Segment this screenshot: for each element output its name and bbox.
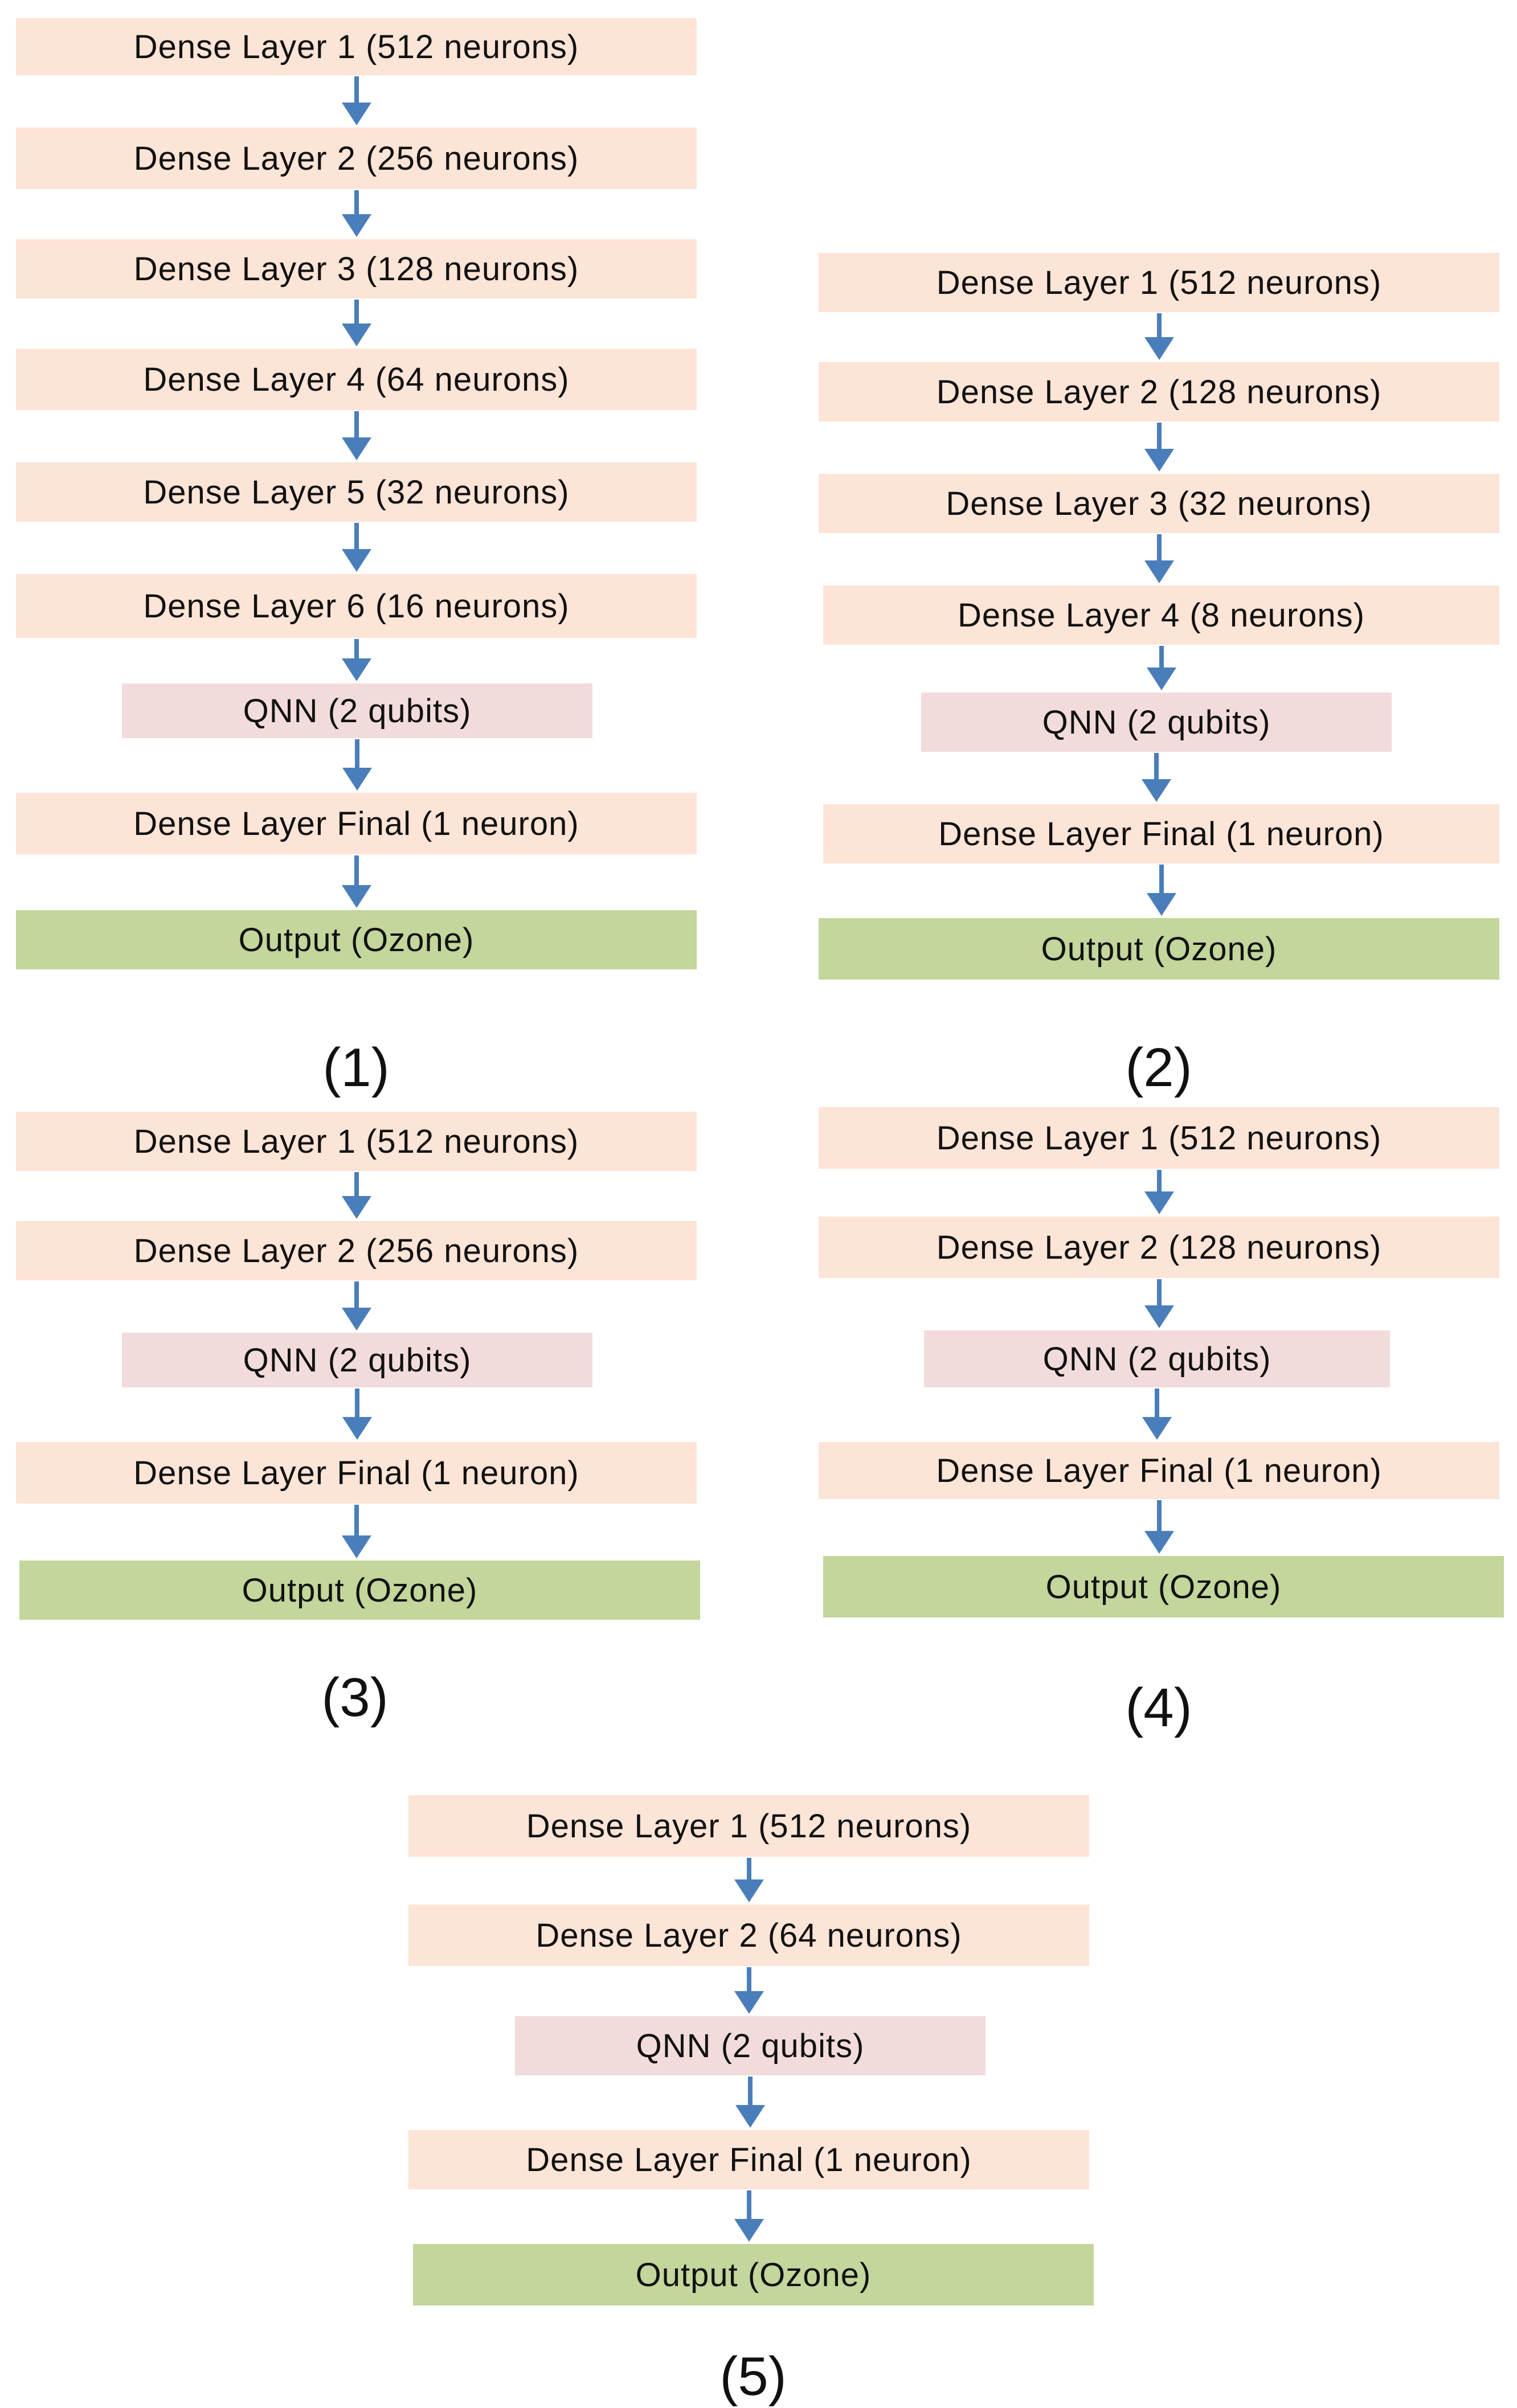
dense-layer-box: Dense Layer 2 (256 neurons) bbox=[16, 1221, 697, 1280]
output-box: Output (Ozone) bbox=[819, 918, 1499, 980]
flow-arrow-icon bbox=[340, 738, 374, 793]
dense-layer-box: Dense Layer 1 (512 neurons) bbox=[408, 1795, 1089, 1857]
dense-layer-box: Dense Layer Final (1 neuron) bbox=[408, 2130, 1089, 2189]
flow-arrow-icon bbox=[733, 2075, 767, 2130]
panel-label: (1) bbox=[322, 1037, 390, 1098]
flow-arrow-icon bbox=[1144, 645, 1179, 693]
flow-arrow-icon bbox=[732, 2189, 766, 2244]
dense-layer-box: Dense Layer 3 (128 neurons) bbox=[16, 239, 697, 298]
flow-arrow-icon bbox=[340, 1171, 374, 1221]
flow-arrow-icon bbox=[1142, 1499, 1176, 1556]
dense-layer-box: Dense Layer 2 (128 neurons) bbox=[819, 362, 1499, 421]
dense-layer-box: Dense Layer 3 (32 neurons) bbox=[819, 474, 1499, 533]
flow-arrow-icon bbox=[340, 410, 374, 462]
dense-layer-box: Dense Layer 4 (64 neurons) bbox=[16, 349, 697, 410]
panel-label: (5) bbox=[719, 2346, 787, 2407]
dense-layer-box: Dense Layer 2 (64 neurons) bbox=[408, 1905, 1089, 1966]
flow-arrow-icon bbox=[1142, 421, 1176, 474]
dense-layer-box: Dense Layer 4 (8 neurons) bbox=[823, 585, 1499, 645]
dense-layer-box: Dense Layer 1 (512 neurons) bbox=[819, 253, 1499, 312]
flow-arrow-icon bbox=[732, 1857, 766, 1905]
flow-arrow-icon bbox=[1142, 533, 1176, 585]
dense-layer-box: Dense Layer Final (1 neuron) bbox=[16, 1442, 697, 1504]
flow-arrow-icon bbox=[340, 298, 374, 349]
dense-layer-box: Dense Layer 1 (512 neurons) bbox=[16, 1112, 697, 1171]
qnn-layer-box: QNN (2 qubits) bbox=[921, 693, 1392, 752]
dense-layer-box: Dense Layer 1 (512 neurons) bbox=[16, 18, 697, 75]
qnn-layer-box: QNN (2 qubits) bbox=[122, 683, 592, 738]
output-box: Output (Ozone) bbox=[413, 2244, 1094, 2305]
flow-arrow-icon bbox=[340, 522, 374, 574]
dense-layer-box: Dense Layer 5 (32 neurons) bbox=[16, 462, 697, 522]
dense-layer-box: Dense Layer 2 (256 neurons) bbox=[16, 128, 697, 189]
output-box: Output (Ozone) bbox=[823, 1556, 1504, 1617]
flow-arrow-icon bbox=[340, 1280, 374, 1333]
flow-arrow-icon bbox=[340, 189, 374, 239]
qnn-layer-box: QNN (2 qubits) bbox=[122, 1333, 592, 1387]
output-box: Output (Ozone) bbox=[16, 910, 697, 969]
flow-arrow-icon bbox=[1139, 752, 1173, 804]
panel-label: (2) bbox=[1125, 1037, 1192, 1098]
flow-arrow-icon bbox=[340, 638, 374, 683]
dense-layer-box: Dense Layer Final (1 neuron) bbox=[823, 804, 1499, 863]
flow-arrow-icon bbox=[340, 75, 374, 128]
output-box: Output (Ozone) bbox=[19, 1561, 700, 1620]
dense-layer-box: Dense Layer Final (1 neuron) bbox=[819, 1442, 1499, 1499]
flow-arrow-icon bbox=[1144, 863, 1179, 918]
qnn-layer-box: QNN (2 qubits) bbox=[515, 2016, 986, 2075]
panel-label: (3) bbox=[321, 1667, 389, 1728]
flow-arrow-icon bbox=[1142, 312, 1176, 362]
flow-arrow-icon bbox=[1142, 1169, 1176, 1217]
flow-arrow-icon bbox=[340, 1387, 374, 1442]
dense-layer-box: Dense Layer 1 (512 neurons) bbox=[819, 1107, 1499, 1169]
dense-layer-box: Dense Layer 2 (128 neurons) bbox=[819, 1217, 1499, 1278]
flow-arrow-icon bbox=[340, 1504, 374, 1561]
qnn-layer-box: QNN (2 qubits) bbox=[924, 1330, 1390, 1387]
flow-arrow-icon bbox=[732, 1966, 766, 2016]
dense-layer-box: Dense Layer Final (1 neuron) bbox=[16, 793, 697, 854]
flow-arrow-icon bbox=[1140, 1387, 1174, 1442]
panel-label: (4) bbox=[1125, 1677, 1192, 1738]
flow-arrow-icon bbox=[1142, 1278, 1176, 1330]
flow-arrow-icon bbox=[340, 854, 374, 910]
dense-layer-box: Dense Layer 6 (16 neurons) bbox=[16, 574, 697, 638]
